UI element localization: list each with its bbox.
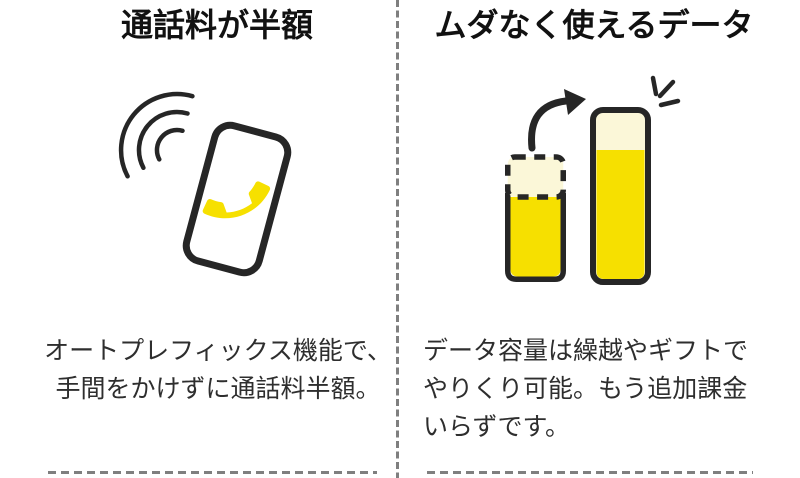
vertical-dashed-divider — [396, 0, 399, 478]
small-bar-outline — [505, 193, 566, 282]
large-bar-fill — [596, 150, 645, 279]
smartphone-icon — [182, 121, 292, 277]
card-title-data-carryover: ムダなく使えるデータ — [434, 7, 754, 43]
card-description-data-carryover: データ容量は繰越やギフトで やりくり可能。もう追加課金 いらずです。 — [423, 332, 800, 446]
small-bar-fill — [510, 197, 561, 277]
bottom-dashed-divider-right — [427, 471, 753, 474]
card-title-call-discount: 通話料が半額 — [120, 7, 313, 43]
bottom-dashed-divider-left — [48, 471, 377, 474]
description-line: いらずです。 — [423, 413, 571, 441]
feature-card-call-discount: 通話料が半額 オートプレフィックス機能で、 手間をかけずに通話料半額。 — [0, 0, 396, 478]
sound-waves-icon — [118, 91, 195, 179]
carryover-arrow-icon — [528, 89, 586, 152]
description-line: やりくり可能。もう追加課金 — [423, 375, 748, 403]
description-line: オートプレフィックス機能で、 — [44, 337, 392, 365]
description-line: 手間をかけずに通話料半額。 — [55, 375, 381, 403]
description-line: データ容量は繰越やギフトで — [423, 337, 749, 365]
sparkle-icon — [650, 75, 681, 108]
card-description-call-discount: オートプレフィックス機能で、 手間をかけずに通話料半額。 — [20, 332, 416, 408]
phone-handset-icon — [202, 181, 271, 219]
smartphone-outline — [182, 121, 292, 277]
data-carryover-bars-icon — [505, 75, 681, 285]
large-data-bar — [590, 107, 651, 285]
feature-card-data-carryover: ムダなく使えるデータ データ容量は繰越やギフトで — [404, 0, 800, 478]
carryover-dashed-segment — [505, 154, 566, 200]
ringing-smartphone-icon — [118, 91, 292, 277]
small-data-bar — [505, 154, 566, 282]
